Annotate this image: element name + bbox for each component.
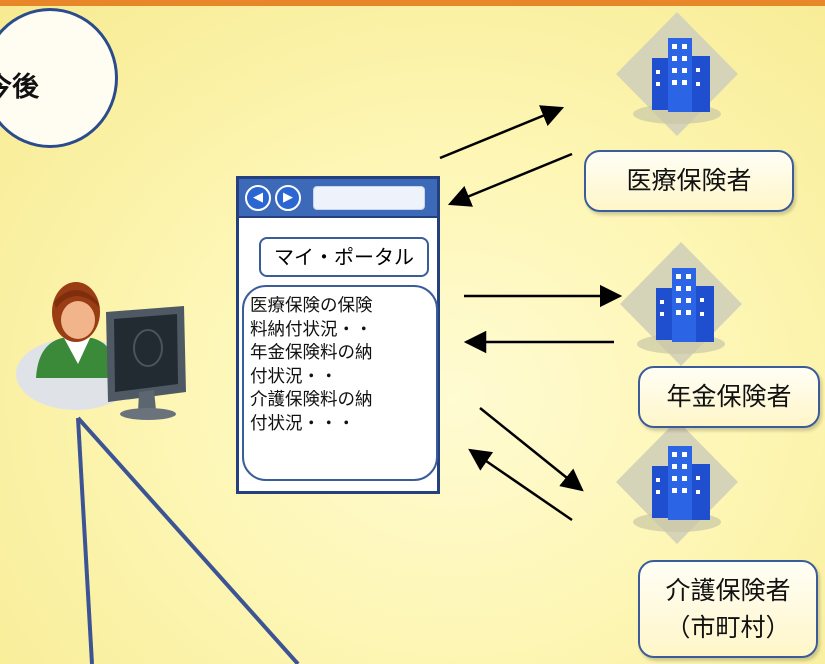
pension-insurer-label: 年金保険者	[638, 366, 820, 428]
connector-line-right	[76, 416, 300, 664]
portal-titlebar: ◀ ▶	[239, 179, 437, 218]
top-accent-bar	[0, 0, 825, 6]
nav-back-icon: ◀	[245, 185, 271, 211]
portal-title: マイ・ポータル	[259, 237, 429, 277]
nav-forward-icon: ▶	[275, 185, 301, 211]
office-building-icon	[620, 242, 742, 366]
content-line: 医療保険の保険	[250, 296, 373, 316]
arrow-to-medical-insurer	[439, 105, 565, 160]
medical-insurer-text: 医療保険者	[626, 166, 752, 195]
connector-line-left	[76, 417, 94, 664]
content-line: 料納付状況・・	[250, 319, 373, 340]
content-line: 年金保険料の納	[250, 343, 373, 363]
office-building-icon	[616, 420, 738, 544]
office-building-icon	[616, 12, 738, 136]
content-line: 付状況・・・	[250, 413, 355, 434]
portal-content: 医療保険の保険 料納付状況・・ 年金保険料の納 付状況・・ 介護保険料の納 付状…	[242, 285, 438, 481]
arrow-to-care-insurer	[479, 407, 584, 492]
content-line: 付状況・・	[250, 366, 338, 387]
bubble-label: 今後	[0, 72, 39, 103]
care-insurer-subtext: （市町村）	[665, 613, 791, 642]
arrow-from-medical-insurer	[447, 152, 573, 207]
care-insurer-label: 介護保険者 （市町村）	[638, 560, 818, 658]
medical-insurer-label: 医療保険者	[584, 150, 794, 212]
future-bubble: 今後	[0, 8, 118, 148]
person-at-computer-icon	[16, 282, 186, 420]
pension-insurer-text: 年金保険者	[666, 382, 792, 411]
address-bar	[313, 186, 425, 210]
content-line: 介護保険料の納	[250, 390, 373, 410]
care-insurer-text: 介護保険者	[665, 576, 791, 605]
portal-window: ◀ ▶ マイ・ポータル 医療保険の保険 料納付状況・・ 年金保険料の納 付状況・…	[236, 176, 440, 494]
arrow-from-care-insurer	[468, 448, 573, 522]
